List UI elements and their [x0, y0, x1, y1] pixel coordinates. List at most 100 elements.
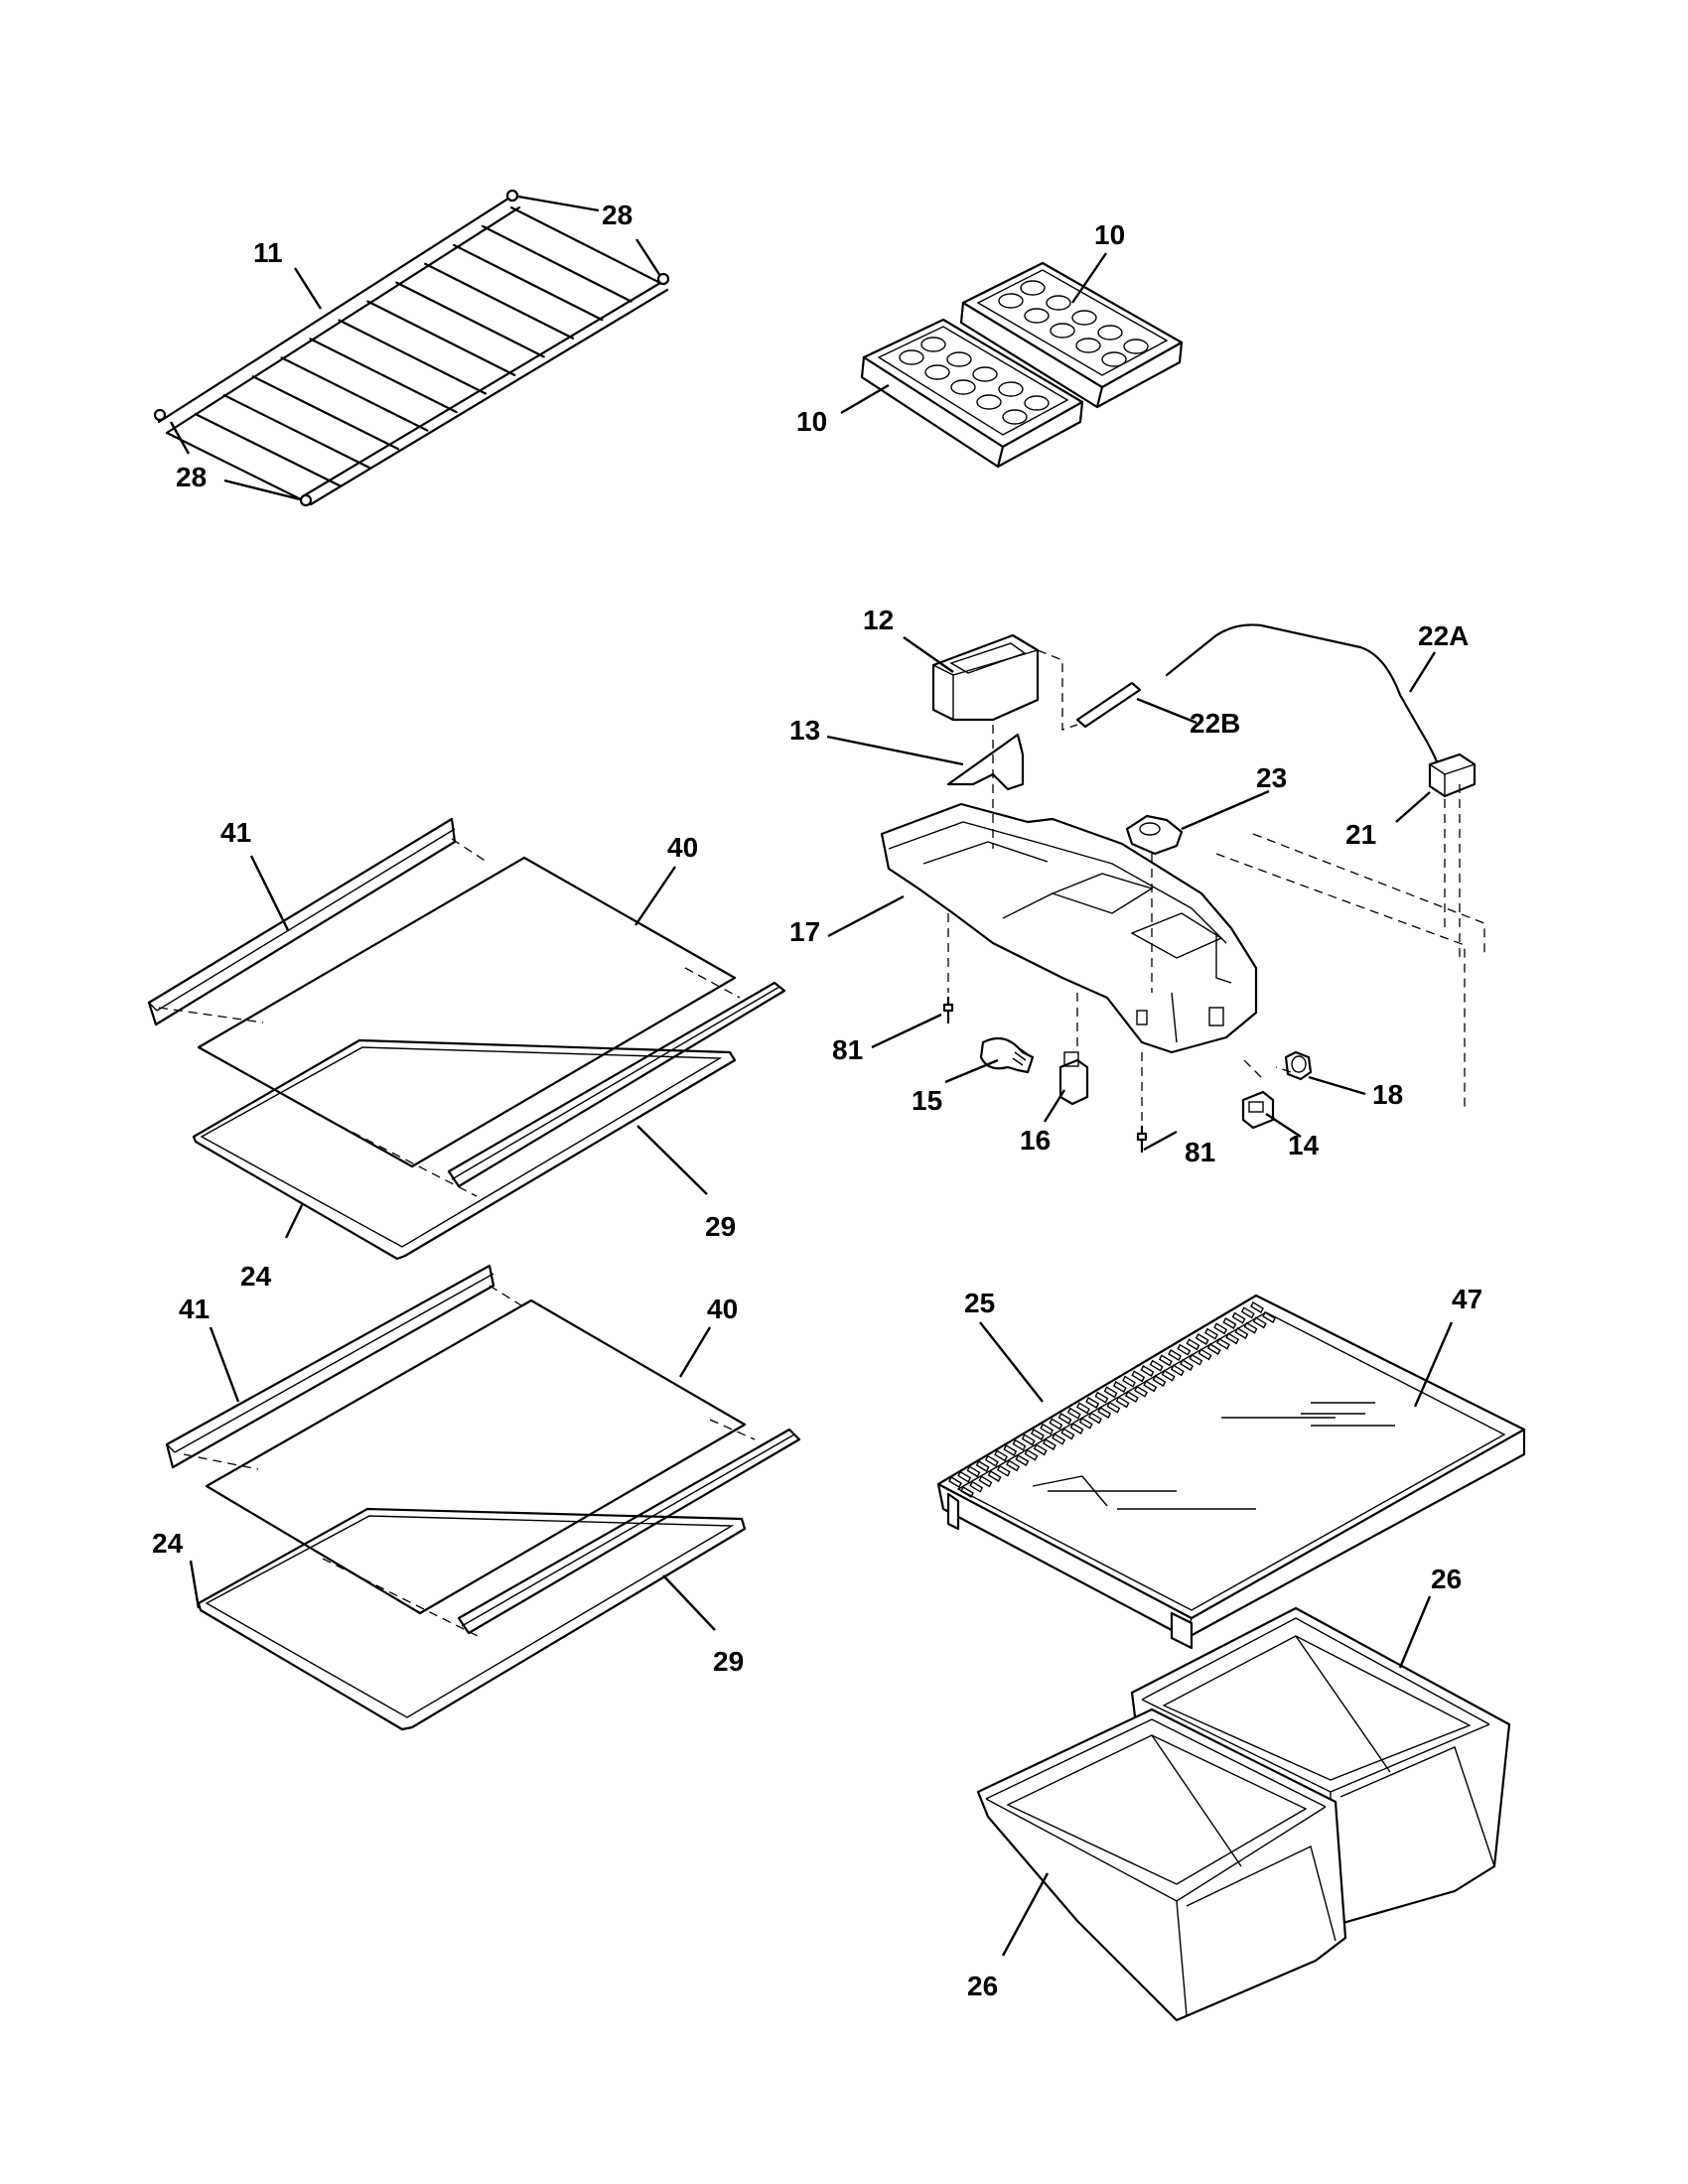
vent-slot — [1197, 1348, 1212, 1361]
vent-slot — [1094, 1391, 1109, 1404]
callout-12: 12 — [863, 605, 894, 635]
vent-slot — [1225, 1332, 1240, 1345]
vent-slot — [1131, 1370, 1146, 1383]
vent-slot — [1152, 1375, 1167, 1387]
callout-40: 40 — [707, 1294, 738, 1324]
vent-slot — [1115, 1396, 1130, 1409]
light-bulb-15 — [979, 1036, 1035, 1074]
vent-slot — [1076, 1402, 1090, 1415]
vent-slot — [1003, 1444, 1018, 1456]
vent-slot — [1240, 1306, 1255, 1319]
vent-slot — [996, 1464, 1011, 1477]
vent-slot — [1216, 1337, 1230, 1350]
leader-lines — [169, 195, 1454, 1957]
shelf-rod — [309, 338, 458, 414]
vent-slot — [1143, 1380, 1158, 1393]
callout-47: 47 — [1452, 1284, 1482, 1314]
vent-slot — [1112, 1381, 1127, 1393]
ice-tray — [959, 261, 1184, 409]
vent-slot — [1213, 1322, 1228, 1335]
vent-slot — [1250, 1301, 1264, 1313]
vent-slot — [969, 1480, 984, 1493]
vent-slot — [1049, 1418, 1063, 1431]
vent-slot — [1006, 1459, 1020, 1472]
vent-slot — [1134, 1385, 1148, 1398]
shelf-rod — [280, 356, 429, 432]
shelf-rod — [453, 243, 604, 322]
shelf-rod — [509, 205, 662, 285]
vent-slot — [1052, 1433, 1066, 1445]
shelf-stop — [299, 493, 313, 507]
shelf-stop — [505, 189, 519, 203]
callout-29: 29 — [705, 1211, 736, 1242]
vent-slot — [1177, 1343, 1192, 1356]
callout-17: 17 — [789, 916, 820, 947]
callout-40: 40 — [667, 832, 698, 863]
vent-slot — [1040, 1423, 1055, 1435]
sensor-21 — [1428, 752, 1477, 798]
vent-slot — [975, 1460, 990, 1472]
shelf-rod — [424, 262, 575, 340]
crisper-drawer — [976, 1707, 1347, 2022]
callout-15: 15 — [912, 1085, 942, 1116]
vent-slot — [1085, 1397, 1100, 1409]
vent-slot — [1206, 1343, 1221, 1355]
vent-slot — [1189, 1353, 1203, 1366]
vent-slot — [1057, 1413, 1072, 1425]
vent-slots — [948, 1301, 1276, 1498]
callout-25: 25 — [964, 1288, 995, 1318]
diffuser-13 — [946, 733, 1025, 791]
callout-23: 23 — [1256, 762, 1287, 793]
callout-29: 29 — [713, 1646, 744, 1677]
vent-slot — [1033, 1443, 1048, 1456]
shelf-rod — [222, 394, 370, 469]
shelf-support-rail — [165, 1264, 495, 1469]
shelf-rod — [366, 300, 516, 377]
ice-tray — [860, 318, 1084, 469]
vent-slot — [1021, 1433, 1036, 1446]
capillary-tube-22b — [1075, 681, 1142, 729]
callout-labels: 28 11 28 10 10 12 22A 13 22B 23 21 17 81… — [152, 200, 1482, 2001]
vent-slot — [984, 1454, 999, 1467]
shelf-support-rail — [147, 817, 457, 1026]
vent-slot — [1124, 1391, 1139, 1403]
vent-slot — [1186, 1338, 1200, 1351]
shelf-trim — [192, 1038, 737, 1261]
callout-22a: 22A — [1418, 620, 1469, 651]
callout-81: 81 — [1185, 1137, 1215, 1167]
vent-slot — [1243, 1321, 1258, 1334]
vent-slot — [1122, 1375, 1136, 1388]
vent-slot — [1262, 1311, 1276, 1323]
glass-shelf — [197, 856, 737, 1168]
vent-slot — [1015, 1454, 1030, 1466]
shelf-rod — [338, 319, 488, 395]
glass-shelf — [205, 1298, 747, 1615]
callout-10: 10 — [1094, 219, 1125, 250]
callout-13: 13 — [789, 715, 820, 746]
callout-14: 14 — [1288, 1130, 1320, 1160]
vent-slot — [1140, 1365, 1155, 1377]
callout-28: 28 — [176, 462, 207, 492]
vent-slot — [978, 1475, 993, 1488]
shelf-rod — [251, 375, 400, 451]
sensor-wire-22a — [1165, 623, 1442, 771]
shelf-trim — [197, 1507, 747, 1731]
glass-shelf-dashed-guides — [183, 1285, 756, 1639]
shelf-rod — [194, 412, 342, 487]
vent-slot — [1149, 1359, 1164, 1372]
button-18 — [1284, 1050, 1313, 1081]
vent-slot — [1158, 1354, 1173, 1367]
vent-slot — [1078, 1417, 1093, 1430]
vent-slot — [966, 1465, 981, 1478]
callout-22b: 22B — [1190, 708, 1240, 739]
switch-14 — [1241, 1090, 1275, 1130]
callout-81: 81 — [832, 1034, 863, 1065]
light-socket-16 — [1058, 1051, 1089, 1106]
vent-slot — [1231, 1311, 1246, 1324]
control-knob-12 — [931, 633, 1040, 722]
callout-24: 24 — [152, 1528, 184, 1559]
vent-slot — [1252, 1316, 1267, 1329]
shelf-support-rail — [457, 1428, 801, 1635]
shelf-stop — [656, 272, 670, 286]
